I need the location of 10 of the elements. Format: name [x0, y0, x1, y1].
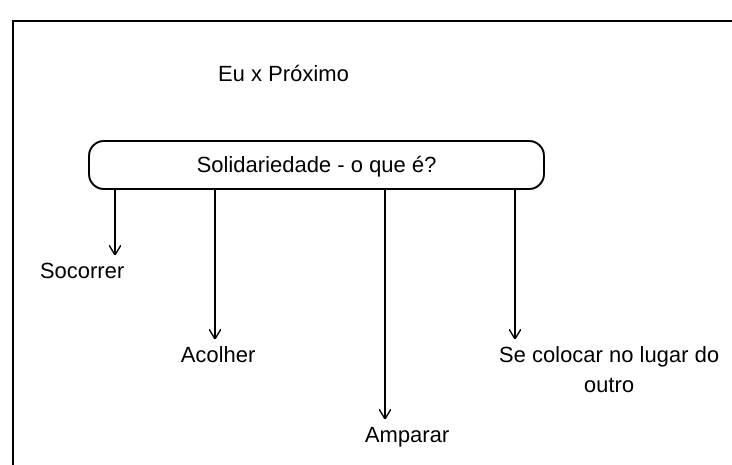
- node-label: Acolher: [156, 340, 280, 370]
- process-box: Solidariedade - o que é?: [88, 140, 545, 190]
- arrow: [108, 190, 122, 256]
- node-label: Se colocar no lugar do outro: [488, 340, 730, 400]
- arrow: [508, 190, 522, 340]
- arrow: [378, 190, 392, 420]
- arrow: [208, 190, 222, 340]
- node-label: Socorrer: [16, 256, 148, 286]
- node-label: Amparar: [340, 420, 474, 450]
- title: Eu x Próximo: [218, 60, 349, 88]
